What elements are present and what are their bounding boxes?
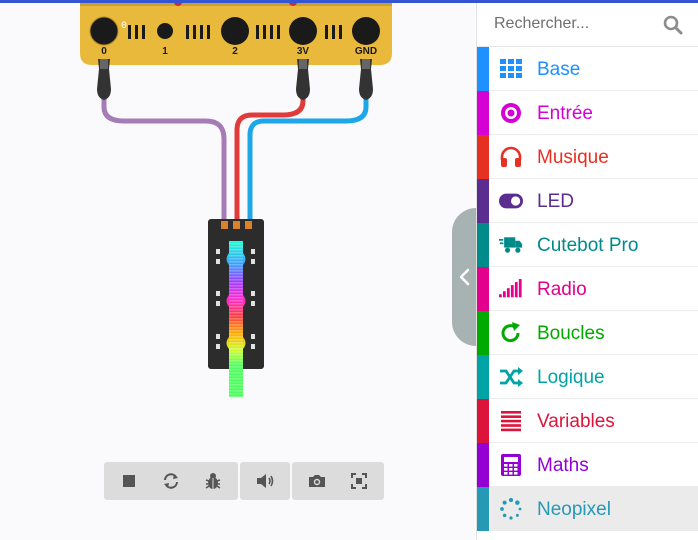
- category-musique[interactable]: Musique: [477, 135, 698, 179]
- category-color-stripe: [477, 267, 489, 311]
- category-label: Neopixel: [537, 499, 611, 520]
- fullscreen-icon: [351, 473, 367, 489]
- category-color-stripe: [477, 91, 489, 135]
- simulator-toolbar: [104, 462, 384, 500]
- loop-icon: [499, 322, 523, 344]
- pin-gnd[interactable]: [352, 17, 380, 45]
- search-icon[interactable]: [663, 15, 683, 35]
- pin-0[interactable]: [89, 16, 119, 46]
- category-label: LED: [537, 191, 574, 212]
- led-red-icon: [174, 3, 182, 6]
- pin-label-1: 1: [162, 46, 168, 57]
- category-color-stripe: [477, 399, 489, 443]
- category-logique[interactable]: Logique: [477, 355, 698, 399]
- pin-label-2: 2: [232, 46, 238, 57]
- wire-blue: [247, 92, 369, 228]
- neopixel-strip: [208, 219, 264, 397]
- category-label: Maths: [537, 455, 589, 476]
- pin-3v[interactable]: [289, 17, 317, 45]
- category-base[interactable]: Base: [477, 47, 698, 91]
- grid-icon: [499, 58, 523, 80]
- debug-icon: [205, 473, 221, 489]
- clip-pin-3v[interactable]: [296, 59, 310, 100]
- screenshot-icon: [309, 475, 325, 487]
- simulator-scene: 0 0 1 2 3V GND: [80, 3, 392, 397]
- spinner-icon: [499, 497, 523, 520]
- category-color-stripe: [477, 311, 489, 355]
- clip-pin-gnd[interactable]: [359, 59, 373, 100]
- screenshot-button[interactable]: [296, 462, 338, 500]
- calculator-icon: [499, 454, 523, 476]
- category-label: Entrée: [537, 103, 593, 124]
- pin-2[interactable]: [221, 17, 249, 45]
- search-input[interactable]: Rechercher...: [494, 15, 590, 32]
- category-label: Radio: [537, 279, 587, 300]
- category-label: Variables: [537, 411, 615, 432]
- wire-purple: [101, 92, 227, 228]
- category-boucles[interactable]: Boucles: [477, 311, 698, 355]
- signal-bars-icon: [499, 278, 523, 300]
- category-color-stripe: [477, 443, 489, 487]
- restart-button[interactable]: [150, 462, 192, 500]
- led-label: 0: [121, 21, 127, 32]
- category-color-stripe: [477, 179, 489, 223]
- toggle-icon: [499, 190, 523, 212]
- toolbar-group-run: [104, 462, 238, 500]
- pin-label-gnd: GND: [355, 46, 377, 57]
- category-radio[interactable]: Radio: [477, 267, 698, 311]
- category-color-stripe: [477, 223, 489, 267]
- clip-pin-0[interactable]: [97, 59, 111, 100]
- restart-icon: [164, 473, 178, 489]
- category-color-stripe: [477, 47, 489, 91]
- category-label: Cutebot Pro: [537, 235, 639, 256]
- debug-button[interactable]: [192, 462, 234, 500]
- pin-label-3v: 3V: [297, 46, 310, 57]
- truck-icon: [499, 234, 523, 256]
- category-color-stripe: [477, 355, 489, 399]
- led-red-icon: [289, 3, 297, 6]
- wires: [101, 92, 369, 228]
- stop-button[interactable]: [108, 462, 150, 500]
- wire-red: [234, 92, 306, 228]
- chevron-left-icon: [459, 268, 470, 286]
- fullscreen-button[interactable]: [338, 462, 380, 500]
- simulator-panel: 0 0 1 2 3V GND: [0, 3, 475, 540]
- category-color-stripe: [477, 487, 489, 531]
- top-accent-bar: [0, 0, 698, 3]
- pin-label-0: 0: [101, 46, 107, 57]
- toolbar-group-view: [292, 462, 384, 500]
- sound-button[interactable]: [244, 462, 286, 500]
- category-color-stripe: [477, 135, 489, 179]
- pin-1[interactable]: [157, 23, 173, 39]
- microbit-board: 0 0 1 2 3V GND: [80, 3, 392, 65]
- headphones-icon: [499, 146, 523, 168]
- collapse-simulator-button[interactable]: [452, 208, 476, 346]
- category-variables[interactable]: Variables: [477, 399, 698, 443]
- target-icon: [499, 102, 523, 124]
- toolbar-group-sound: [240, 462, 290, 500]
- category-label: Base: [537, 59, 581, 80]
- category-label: Boucles: [537, 323, 605, 344]
- category-neopixel[interactable]: Neopixel: [477, 487, 698, 531]
- category-cutebot-pro[interactable]: Cutebot Pro: [477, 223, 698, 267]
- toolbox-search[interactable]: Rechercher...: [477, 3, 698, 47]
- shuffle-icon: [499, 366, 523, 388]
- category-label: Musique: [537, 147, 609, 168]
- category-led[interactable]: LED: [477, 179, 698, 223]
- category-label: Logique: [537, 367, 605, 388]
- list-icon: [499, 410, 523, 432]
- stop-icon: [123, 475, 135, 487]
- sound-icon: [257, 474, 274, 488]
- category-maths[interactable]: Maths: [477, 443, 698, 487]
- category-entr-e[interactable]: Entrée: [477, 91, 698, 135]
